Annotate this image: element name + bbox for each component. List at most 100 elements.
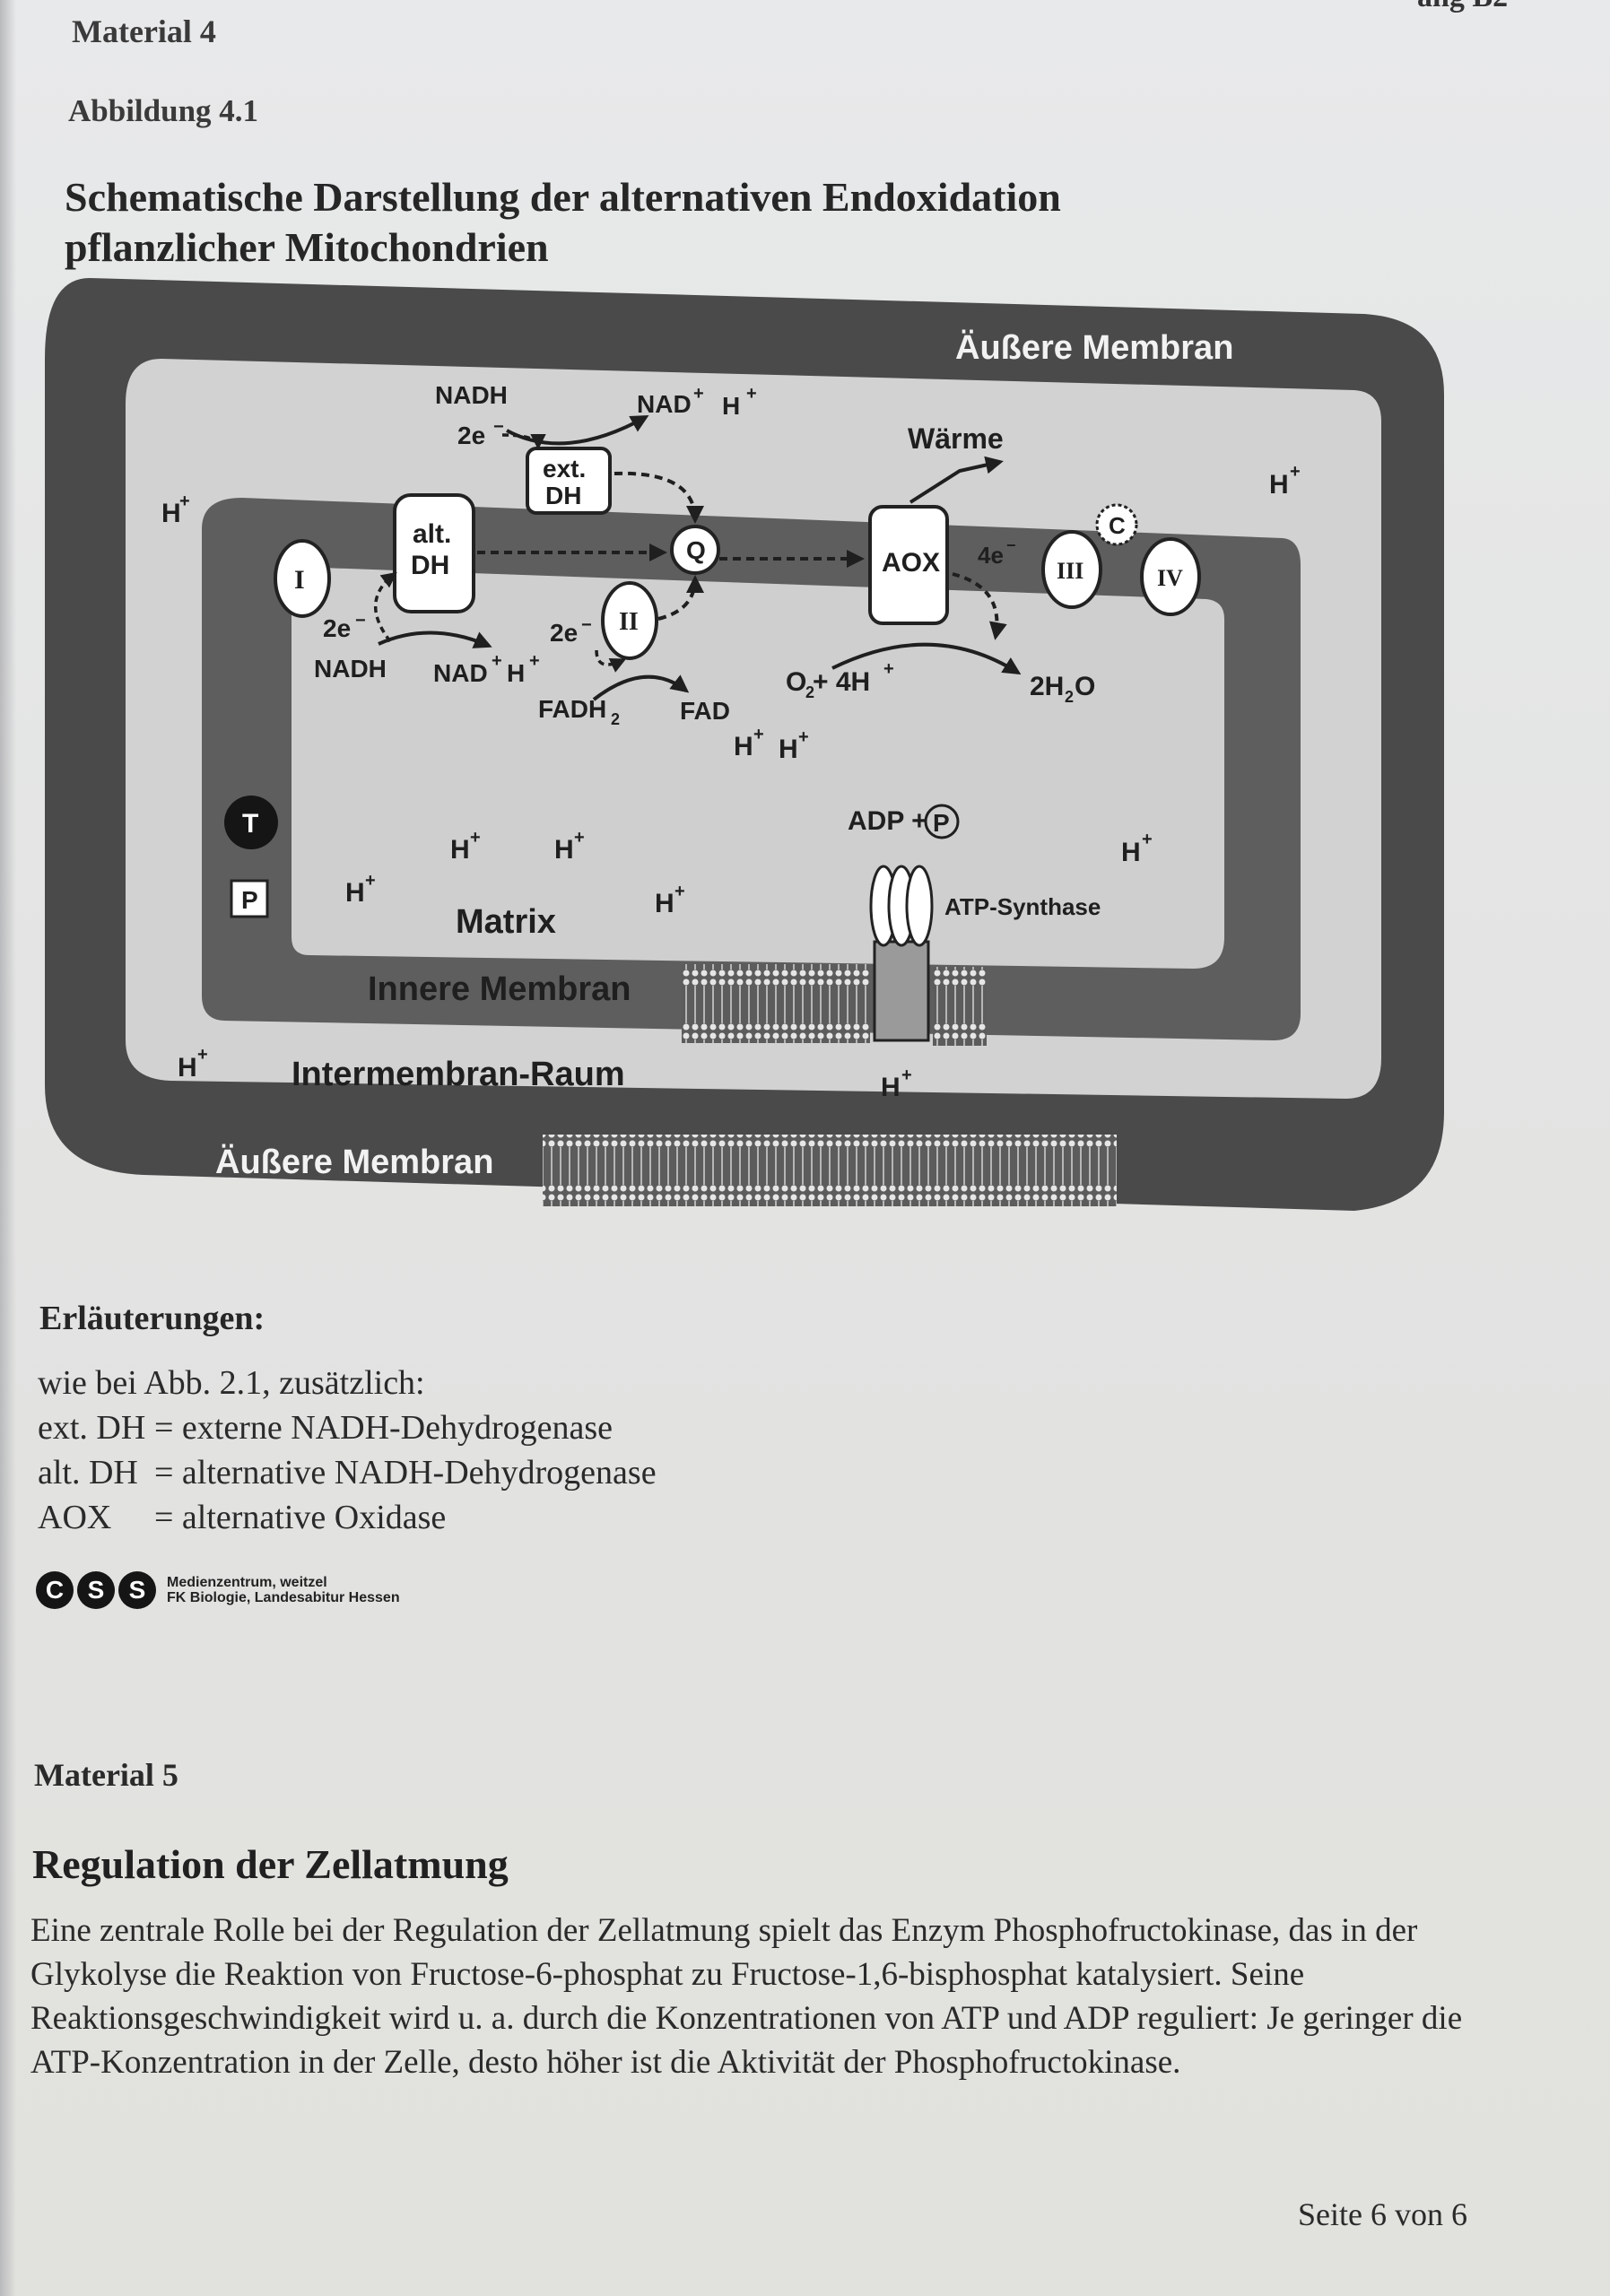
- arrow-ii-to-q: [657, 575, 704, 621]
- cytochrome-c-label: C: [1109, 512, 1126, 539]
- proton-matrix-2-plus: +: [798, 727, 809, 747]
- explanation-key: AOX: [38, 1499, 112, 1536]
- explanation-value: = externe NADH-Dehydrogenase: [154, 1409, 614, 1447]
- alt-dh-box: [393, 493, 475, 613]
- nad-left-plus: +: [492, 651, 502, 671]
- complex-iv: [1140, 537, 1201, 616]
- proton-ims-right: H: [1269, 470, 1289, 500]
- inner-membrane-bilayer-right: [933, 967, 987, 1046]
- h-top-plus: +: [746, 384, 757, 404]
- page-edge-shadow: [0, 0, 16, 2296]
- four-h-label: + 4H: [813, 667, 870, 697]
- matrix-label: Matrix: [456, 903, 556, 941]
- arrow-waerme: [909, 456, 1004, 504]
- outer-membrane-bilayer: [543, 1135, 1117, 1206]
- nad-top: NAD: [637, 390, 692, 418]
- css-logo: C S S Medienzentrum, weitzel FK Biologie…: [36, 1571, 400, 1609]
- proton-matrix-5-plus: +: [365, 871, 376, 891]
- intermembrane-space-label: Intermembran-Raum: [292, 1056, 625, 1093]
- outer-membrane-bottom-label: Äußere Membran: [215, 1143, 493, 1181]
- four-e-label: 4e: [978, 542, 1004, 569]
- logo-letter-c: C: [36, 1571, 74, 1609]
- phosphate-circle: [924, 804, 960, 839]
- figure-label: Abbildung 4.1: [68, 93, 259, 128]
- corner-partial-text: ang B2: [1417, 0, 1508, 14]
- material-5-label: Material 5: [34, 1757, 178, 1793]
- proton-ims-right-plus: +: [1290, 462, 1301, 482]
- complex-ii: [601, 581, 658, 660]
- four-e-minus: −: [1006, 536, 1016, 554]
- explanation-key: alt. DH: [38, 1454, 138, 1492]
- arrow-aox-electrons: [952, 572, 1007, 640]
- nadh-left: NADH: [314, 655, 387, 683]
- logo-caption-line1: Medienzentrum, weitzel: [167, 1575, 327, 1590]
- logo-letter-s1: S: [77, 1571, 115, 1609]
- two-e-top: 2e: [457, 422, 485, 449]
- adp-label: ADP +: [848, 806, 927, 836]
- nad-top-plus: +: [693, 384, 704, 404]
- phosphate-label: P: [933, 809, 950, 837]
- h-top: H: [722, 392, 740, 420]
- fadh-label: FADH: [538, 695, 606, 723]
- proton-matrix-3: H: [450, 835, 470, 865]
- mitochondrion-diagram: Äußere Membran Äußere Membran Innere Mem…: [45, 278, 1444, 1211]
- proton-matrix-5: H: [345, 878, 365, 908]
- complex-iv-label: IV: [1157, 565, 1183, 591]
- proton-matrix-4: H: [554, 835, 574, 865]
- complex-iii: [1041, 530, 1102, 609]
- two-e-ii-minus: −: [581, 615, 592, 635]
- proton-ims-left-plus: +: [179, 491, 190, 511]
- transporter-p: [230, 879, 269, 918]
- proton-ims-bottom: H: [881, 1073, 901, 1102]
- arrow-2e-altdh: [374, 571, 397, 643]
- arrow-o2-to-water: [831, 642, 1022, 675]
- complex-ii-label: II: [619, 608, 639, 636]
- alt-dh-label-line2: DH: [411, 551, 449, 580]
- material-4-label: Material 4: [72, 13, 216, 49]
- cytochrome-c: [1095, 503, 1138, 546]
- two-e-left: 2e: [323, 614, 351, 642]
- fad-label: FAD: [680, 697, 730, 725]
- proton-ims-left: H: [161, 499, 181, 528]
- transporter-p-label: P: [241, 886, 258, 914]
- water-o: O: [1075, 672, 1095, 701]
- two-e-ii: 2e: [550, 619, 578, 647]
- transporter-t-label: T: [242, 809, 258, 839]
- figure-title-line1: Schematische Darstellung der alternative…: [65, 174, 1061, 220]
- proton-ims-bottom-plus: +: [901, 1065, 912, 1085]
- o2-sub: 2: [805, 683, 814, 701]
- explanation-row-alt-dh: alt. DH = alternative NADH-Dehydrogenase: [38, 1453, 657, 1492]
- arrow-2e-ii: [595, 649, 627, 673]
- aox-box: [868, 505, 949, 625]
- atp-synthase: [869, 865, 934, 1042]
- atp-synthase-label: ATP-Synthase: [944, 893, 1101, 920]
- matrix: [292, 567, 1224, 969]
- ext-dh-box: [526, 447, 612, 515]
- explanation-value: = alternative Oxidase: [154, 1499, 447, 1536]
- proton-matrix-1-plus: +: [753, 725, 764, 744]
- waerme-label: Wärme: [908, 422, 1004, 455]
- inner-membrane-label: Innere Membran: [368, 970, 631, 1008]
- ubiquinone-q: [670, 525, 720, 575]
- explanation-value: = alternative NADH-Dehydrogenase: [154, 1454, 657, 1492]
- aox-label: AOX: [882, 548, 940, 578]
- proton-matrix-1: H: [734, 732, 753, 761]
- ext-dh-label-line1: ext.: [543, 455, 586, 483]
- arrow-2e-extdh: [501, 433, 546, 450]
- proton-matrix-7-plus: +: [1142, 830, 1153, 849]
- complex-iii-label: III: [1057, 558, 1083, 584]
- h-left-plus: +: [529, 651, 540, 671]
- explanations-heading: Erläuterungen:: [39, 1300, 265, 1337]
- logo-caption: Medienzentrum, weitzel FK Biologie, Land…: [167, 1575, 400, 1605]
- proton-matrix-7: H: [1121, 838, 1141, 867]
- proton-matrix-6-plus: +: [674, 882, 685, 901]
- outer-membrane-top-label: Äußere Membran: [955, 328, 1233, 367]
- complex-i-label: I: [294, 565, 305, 595]
- fadh-sub: 2: [611, 710, 620, 728]
- protons-group: H + H + H + H + H + H + H + H + H + H + …: [161, 462, 1301, 1102]
- page-number: Seite 6 von 6: [1298, 2196, 1467, 2232]
- explanations-intro: wie bei Abb. 2.1, zusätzlich:: [38, 1364, 425, 1402]
- material-5-heading: Regulation der Zellatmung: [32, 1841, 509, 1887]
- arrow-fadh-to-fad: [592, 674, 690, 701]
- nadh-top: NADH: [435, 381, 508, 409]
